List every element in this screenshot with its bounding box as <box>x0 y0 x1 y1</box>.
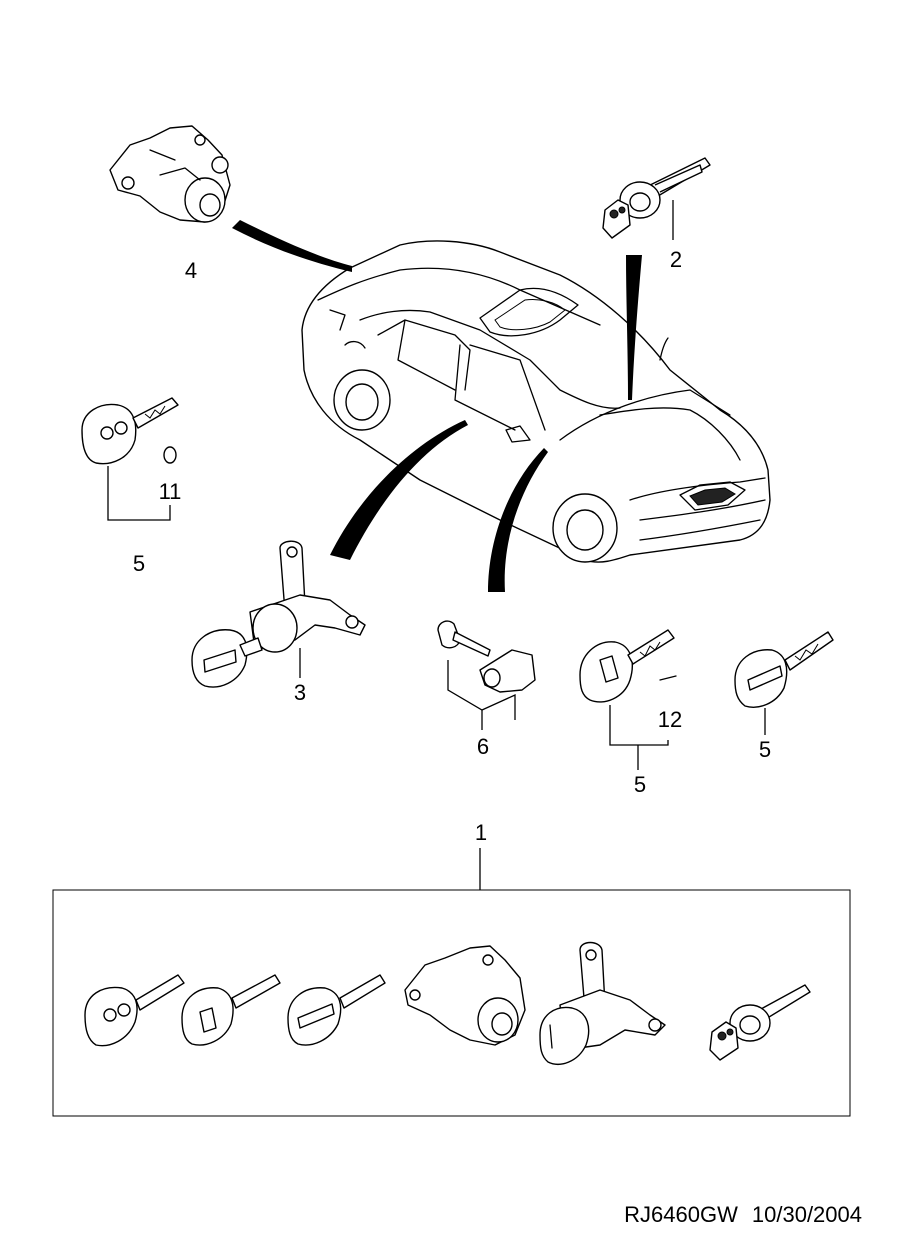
kit-key-3 <box>287 974 386 1046</box>
callout-1: 1 <box>474 820 488 845</box>
part-3-door-lock-cylinder <box>191 540 366 688</box>
drawing-date: 10/30/2004 <box>751 1202 862 1227</box>
car-illustration <box>301 240 771 563</box>
callout-6: 6 <box>476 734 490 759</box>
kit-key-2 <box>181 974 281 1046</box>
leader-wedge-4 <box>232 220 352 272</box>
callout-3: 3 <box>293 680 307 705</box>
part-5-key-right <box>734 631 834 735</box>
kit-door-lock-cylinder <box>539 941 666 1065</box>
part-4-lock-assembly <box>109 125 231 223</box>
callout-5-center: 5 <box>633 772 647 797</box>
drawing-footer: RJ6460GW 10/30/2004 <box>624 1202 862 1228</box>
callout-4: 4 <box>184 258 198 283</box>
callout-11: 11 <box>158 479 182 504</box>
kit-remote-key <box>84 974 185 1047</box>
kit-lock-assembly <box>404 945 526 1046</box>
callout-5-right: 5 <box>758 737 772 762</box>
part-6-trunk-lock <box>437 620 536 730</box>
callout-12: 12 <box>657 707 683 732</box>
kit-ignition-lock <box>709 984 811 1061</box>
leader-wedge-3 <box>330 420 468 560</box>
drawing-code: RJ6460GW <box>624 1202 738 1227</box>
kit-box <box>52 889 851 1117</box>
leader-wedge-6 <box>488 448 548 592</box>
part-5-remote-key-left <box>81 397 179 521</box>
part-2-ignition-lock <box>602 157 711 240</box>
callout-2: 2 <box>669 247 683 272</box>
leader-wedge-2 <box>626 255 642 400</box>
part-5-remote-key-center <box>579 629 677 770</box>
callout-5-left: 5 <box>132 551 146 576</box>
